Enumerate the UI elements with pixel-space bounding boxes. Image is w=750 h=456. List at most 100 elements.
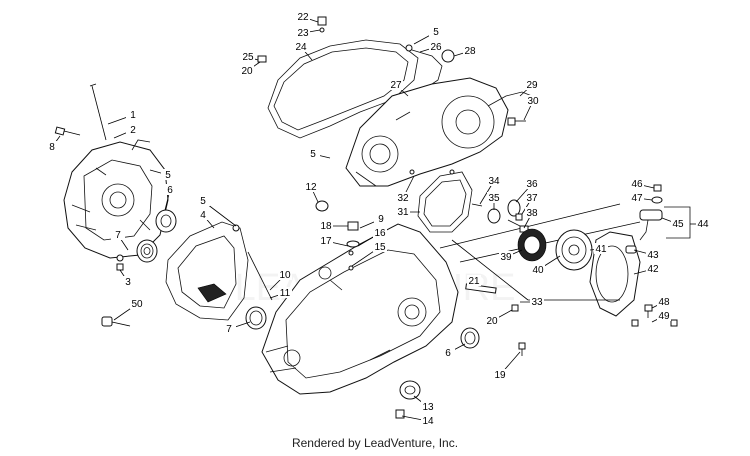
pawl-37-part[interactable] [515, 213, 523, 221]
callout-number-2[interactable]: 2 [130, 125, 136, 136]
callout-number-21[interactable]: 21 [468, 276, 480, 287]
callout-number-26[interactable]: 26 [430, 42, 442, 53]
spacer-strip-part[interactable] [465, 283, 497, 294]
callout-number-19[interactable]: 19 [494, 370, 506, 381]
callout-number-37[interactable]: 37 [526, 193, 538, 204]
bolt-49-part[interactable] [631, 319, 678, 327]
callout-number-5[interactable]: 5 [200, 196, 206, 207]
callout-number-33[interactable]: 33 [531, 297, 543, 308]
callout-number-24[interactable]: 24 [295, 42, 307, 53]
callout-number-31[interactable]: 31 [397, 207, 409, 218]
callout-number-23[interactable]: 23 [297, 28, 309, 39]
bolt-25-part[interactable] [257, 55, 267, 63]
bolt-50-part[interactable] [101, 316, 131, 327]
callout-number-8[interactable]: 8 [49, 142, 55, 153]
callout-number-5[interactable]: 5 [433, 27, 439, 38]
dowel-32-part[interactable] [409, 169, 415, 175]
clutch-cover-part[interactable] [345, 77, 509, 187]
callout-number-1[interactable]: 1 [130, 110, 136, 121]
fitting-part[interactable] [405, 44, 413, 52]
callout-number-36[interactable]: 36 [526, 179, 538, 190]
stud-part[interactable] [89, 83, 107, 141]
callout-number-12[interactable]: 12 [305, 182, 317, 193]
callout-number-11[interactable]: 11 [280, 288, 291, 299]
callout-number-7[interactable]: 7 [226, 324, 232, 335]
oil-seal-bottom-part[interactable] [399, 380, 421, 400]
handle-43-part[interactable] [625, 245, 637, 254]
bearing-mid-part[interactable] [245, 306, 267, 330]
callout-number-47[interactable]: 47 [631, 193, 643, 204]
oil-seal-part[interactable] [155, 209, 177, 233]
bolt-30-part[interactable] [507, 117, 526, 126]
callout-number-38[interactable]: 38 [526, 208, 538, 219]
callout-number-22[interactable]: 22 [297, 12, 309, 23]
callout-number-6[interactable]: 6 [445, 348, 451, 359]
callout-number-46[interactable]: 46 [631, 179, 643, 190]
reel-39-part[interactable] [517, 228, 547, 262]
callout-number-39[interactable]: 39 [500, 252, 512, 263]
pulley-40-part[interactable] [555, 229, 593, 271]
ratchet-35-part[interactable] [487, 208, 501, 224]
callout-number-29[interactable]: 29 [526, 80, 538, 91]
callout-number-48[interactable]: 48 [658, 297, 670, 308]
screw-34-part[interactable] [471, 203, 483, 207]
bolt-22-part[interactable] [317, 16, 327, 33]
callout-number-35[interactable]: 35 [488, 193, 500, 204]
callout-number-16[interactable]: 16 [374, 228, 386, 239]
callout-number-28[interactable]: 28 [464, 46, 476, 57]
callout-number-25[interactable]: 25 [242, 52, 254, 63]
callout-number-3[interactable]: 3 [125, 277, 131, 288]
right-crankcase-part[interactable] [261, 223, 459, 395]
callout-number-27[interactable]: 27 [390, 80, 402, 91]
callout-number-20[interactable]: 20 [241, 66, 253, 77]
callout-number-14[interactable]: 14 [422, 416, 434, 427]
callout-number-43[interactable]: 43 [647, 250, 659, 261]
screw-20-part[interactable] [511, 304, 519, 312]
crankcase-gasket-part[interactable] [165, 221, 249, 321]
drain-plug-part[interactable] [395, 409, 405, 419]
knob-46-part[interactable] [653, 184, 662, 192]
callout-number-20[interactable]: 20 [486, 316, 498, 327]
insert-47-part[interactable] [651, 196, 663, 204]
breather-hose-part[interactable] [411, 49, 443, 89]
callout-backing [487, 192, 501, 203]
dowel-32b-part[interactable] [449, 169, 455, 175]
screw-19-part[interactable] [518, 342, 526, 356]
oil-seal-right-part[interactable] [460, 327, 480, 349]
callout-number-49[interactable]: 49 [658, 311, 670, 322]
bolt-part[interactable] [54, 126, 81, 136]
cable-29-part[interactable] [487, 91, 533, 107]
left-crankcase-part[interactable] [63, 139, 169, 259]
callout-number-18[interactable]: 18 [320, 221, 332, 232]
callout-number-32[interactable]: 32 [397, 193, 409, 204]
cover-gasket-31-part[interactable] [417, 171, 473, 233]
callout-number-41[interactable]: 41 [595, 244, 607, 255]
spring-36-part[interactable] [507, 199, 521, 227]
callout-number-34[interactable]: 34 [488, 176, 500, 187]
callout-number-30[interactable]: 30 [527, 96, 539, 107]
callout-backing [296, 27, 310, 38]
bolt-48-part[interactable] [644, 304, 653, 318]
callout-number-5[interactable]: 5 [310, 149, 316, 160]
callout-number-4[interactable]: 4 [200, 210, 206, 221]
callout-number-15[interactable]: 15 [374, 242, 386, 253]
bearing-part[interactable] [136, 239, 158, 263]
callout-number-10[interactable]: 10 [279, 270, 291, 281]
callout-number-42[interactable]: 42 [647, 264, 659, 275]
callout-number-40[interactable]: 40 [532, 265, 544, 276]
callout-number-45[interactable]: 45 [672, 219, 684, 230]
dowel-part[interactable] [116, 254, 124, 271]
callout-number-7[interactable]: 7 [115, 230, 121, 241]
callout-number-50[interactable]: 50 [131, 299, 143, 310]
callout-number-9[interactable]: 9 [378, 214, 384, 225]
callout-number-6[interactable]: 6 [167, 185, 173, 196]
plug-28-part[interactable] [441, 49, 455, 63]
handle-45-part[interactable] [639, 209, 663, 241]
callout-number-17[interactable]: 17 [320, 236, 332, 247]
callout-number-44[interactable]: 44 [697, 219, 709, 230]
callout-number-5[interactable]: 5 [165, 170, 171, 181]
dowel-pin-part[interactable] [232, 224, 240, 232]
callout-number-13[interactable]: 13 [422, 402, 434, 413]
plug-12-part[interactable] [315, 200, 329, 212]
long-stud-part[interactable] [247, 251, 273, 301]
